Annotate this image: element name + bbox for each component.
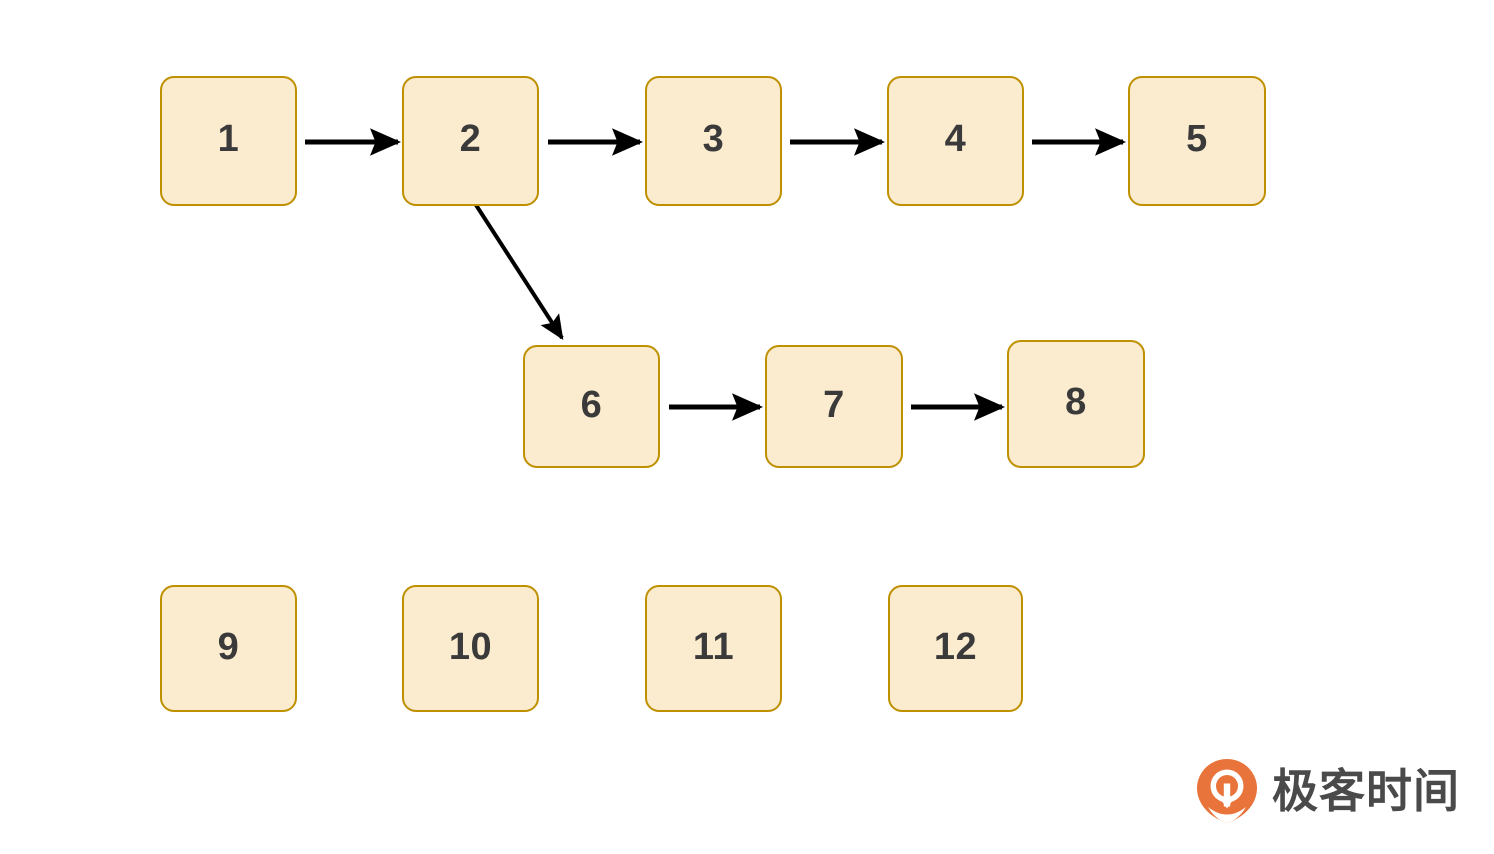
node-2[interactable]: 2 [402,76,539,206]
node-label: 11 [692,625,735,668]
node-11[interactable]: 11 [645,585,782,712]
node-3[interactable]: 3 [645,76,782,206]
geektime-pin-icon [1197,759,1257,823]
node-9[interactable]: 9 [160,585,297,712]
node-label: 3 [702,118,725,160]
node-10[interactable]: 10 [402,585,539,712]
brand-name: 极客时间 [1272,765,1460,817]
node-label: 10 [448,625,493,668]
node-label: 9 [217,625,240,668]
node-label: 7 [823,383,845,426]
brand-watermark: 极客时间 [1196,758,1460,824]
node-12[interactable]: 12 [888,585,1023,712]
node-4[interactable]: 4 [887,76,1024,206]
node-label: 2 [459,118,482,160]
node-1[interactable]: 1 [160,76,297,206]
node-label: 8 [1065,381,1087,423]
node-label: 4 [944,118,967,160]
node-label: 5 [1186,118,1208,160]
node-5[interactable]: 5 [1128,76,1266,206]
node-8[interactable]: 8 [1007,340,1145,468]
node-6[interactable]: 6 [523,345,660,468]
edge-n2-to-n6 [474,203,564,341]
node-7[interactable]: 7 [765,345,903,468]
node-label: 6 [580,383,603,426]
node-label: 1 [217,118,240,160]
node-label: 12 [933,625,978,668]
